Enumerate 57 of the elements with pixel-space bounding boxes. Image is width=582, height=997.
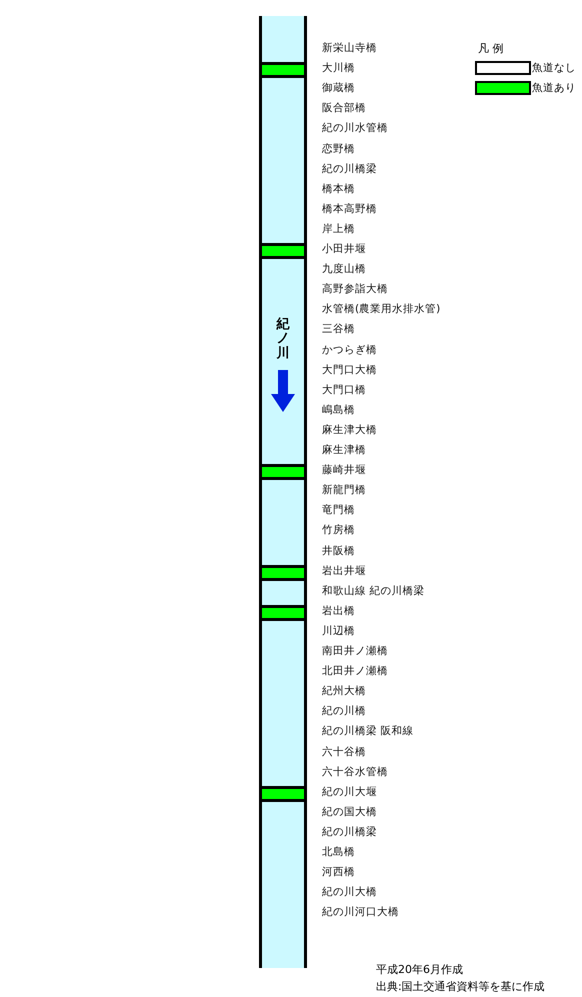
bridge-name: 岩出橋: [322, 604, 355, 618]
bridge-name: 水管橋(農業用水排水管): [322, 302, 440, 316]
bridge-name: 紀州大橋: [322, 684, 366, 698]
fishway-bar: [259, 243, 307, 259]
bridge-name: 紀の川橋梁 阪和線: [322, 724, 414, 738]
fishway-bar: [259, 604, 307, 621]
bridge-name: 橋本橋: [322, 182, 355, 196]
bridge-name: 九度山橋: [322, 262, 366, 276]
bridge-name: 高野参詣大橋: [322, 282, 388, 296]
legend-label: 魚道あり: [532, 81, 576, 95]
bridge-name: 麻生津橋: [322, 443, 366, 457]
bridge-name: 紀の川大橋: [322, 885, 377, 900]
legend-title: 凡 例: [478, 41, 504, 56]
legend-label: 魚道なし: [532, 61, 576, 75]
bridge-name: 六十谷水管橋: [322, 764, 388, 779]
bridge-name: 新龍門橋: [322, 483, 366, 498]
bridge-name: 岸上橋: [322, 222, 355, 236]
bridge-name: 大川橋: [322, 61, 355, 76]
footnote: 平成20年6月作成: [376, 962, 463, 977]
bridge-name: 北田井ノ瀬橋: [322, 664, 388, 678]
fishway-bar: [259, 564, 307, 581]
bridge-name: 阪合部橋: [322, 101, 366, 116]
fishway-bar: [259, 786, 307, 802]
bridge-name: 紀の国大橋: [322, 804, 377, 819]
source-note: 出典:国土交通省資料等を基に作成: [376, 979, 545, 994]
bridge-name: 紀の川水管橋: [322, 121, 388, 136]
river-name: 紀ノ川: [276, 318, 290, 361]
bridge-name: 紀の川橋梁: [322, 162, 377, 176]
bridge-name: 大門口大橋: [322, 362, 377, 377]
bridge-name: 嶋島橋: [322, 402, 355, 417]
bridge-name: 大門口橋: [322, 382, 366, 397]
fishway-bar: [259, 464, 307, 480]
bridge-name: 南田井ノ瀬橋: [322, 644, 388, 658]
bridge-name: 井阪橋: [322, 544, 355, 558]
bridge-name: 和歌山線 紀の川橋梁: [322, 584, 424, 598]
bridge-name: 岩出井堰: [322, 564, 366, 578]
bridge-name: 三谷橋: [322, 322, 355, 336]
bridge-name: 恋野橋: [322, 142, 355, 156]
bridge-name: 紀の川大堰: [322, 784, 377, 799]
bridge-name: 河西橋: [322, 865, 355, 880]
bridge-name: 竜門橋: [322, 503, 355, 518]
river-band: [259, 16, 307, 968]
bridge-name: 紀の川橋: [322, 704, 366, 718]
bridge-name: 川辺橋: [322, 624, 355, 638]
bridge-name: 橋本高野橋: [322, 202, 377, 216]
bridge-name: かつらぎ橋: [322, 342, 377, 356]
bridge-name: 紀の川河口大橋: [322, 905, 399, 920]
bridge-name: 六十谷橋: [322, 744, 366, 758]
bridge-name: 竹房橋: [322, 523, 355, 538]
bridge-name: 新栄山寺橋: [322, 41, 377, 55]
bridge-name: 藤崎井堰: [322, 463, 366, 478]
bridge-name: 御蔵橋: [322, 81, 355, 96]
fishway-bar: [259, 62, 307, 78]
bridge-name: 紀の川橋梁: [322, 824, 377, 839]
bridge-name: 小田井堰: [322, 242, 366, 256]
bridge-name: 北島橋: [322, 845, 355, 859]
bridge-name: 麻生津大橋: [322, 422, 377, 437]
